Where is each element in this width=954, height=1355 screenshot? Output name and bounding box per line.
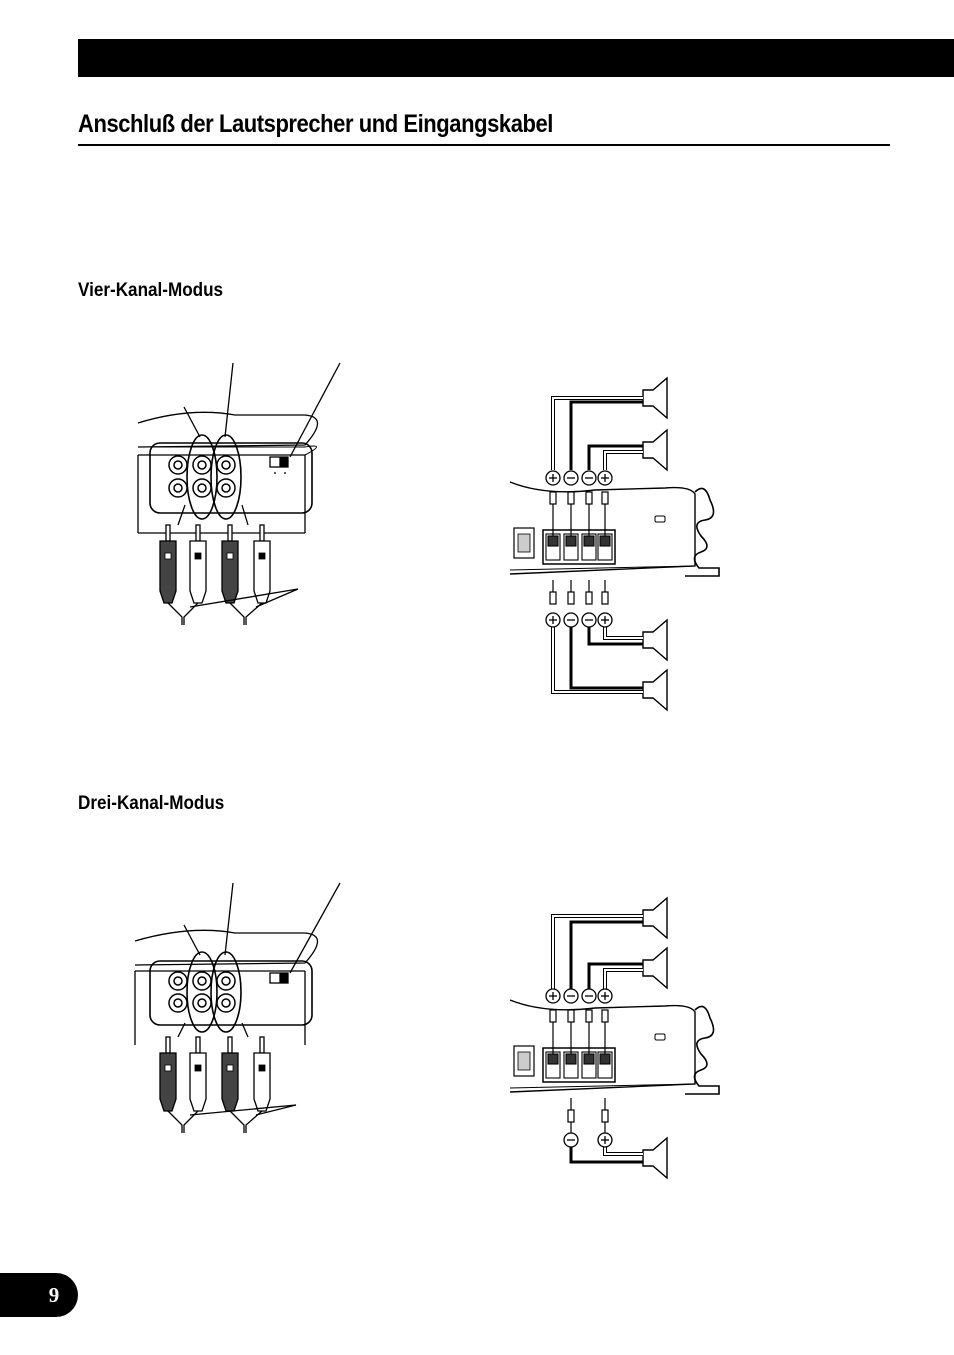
title-rule bbox=[78, 144, 890, 146]
page-number: 9 bbox=[48, 1283, 60, 1307]
page-title: Anschluß der Lautsprecher und Eingangska… bbox=[78, 110, 553, 138]
speaker-connection-diagram-four-channel bbox=[509, 376, 720, 712]
header-bar bbox=[78, 39, 954, 77]
section-heading-three-channel: Drei-Kanal-Modus bbox=[78, 793, 225, 814]
section-heading-four-channel: Vier-Kanal-Modus bbox=[78, 280, 224, 301]
input-connection-diagram-four-channel bbox=[137, 362, 341, 625]
input-connection-diagram-three-channel bbox=[134, 882, 341, 1133]
speaker-connection-diagram-three-channel bbox=[509, 896, 720, 1180]
page-number-tab: 9 bbox=[0, 1273, 78, 1317]
